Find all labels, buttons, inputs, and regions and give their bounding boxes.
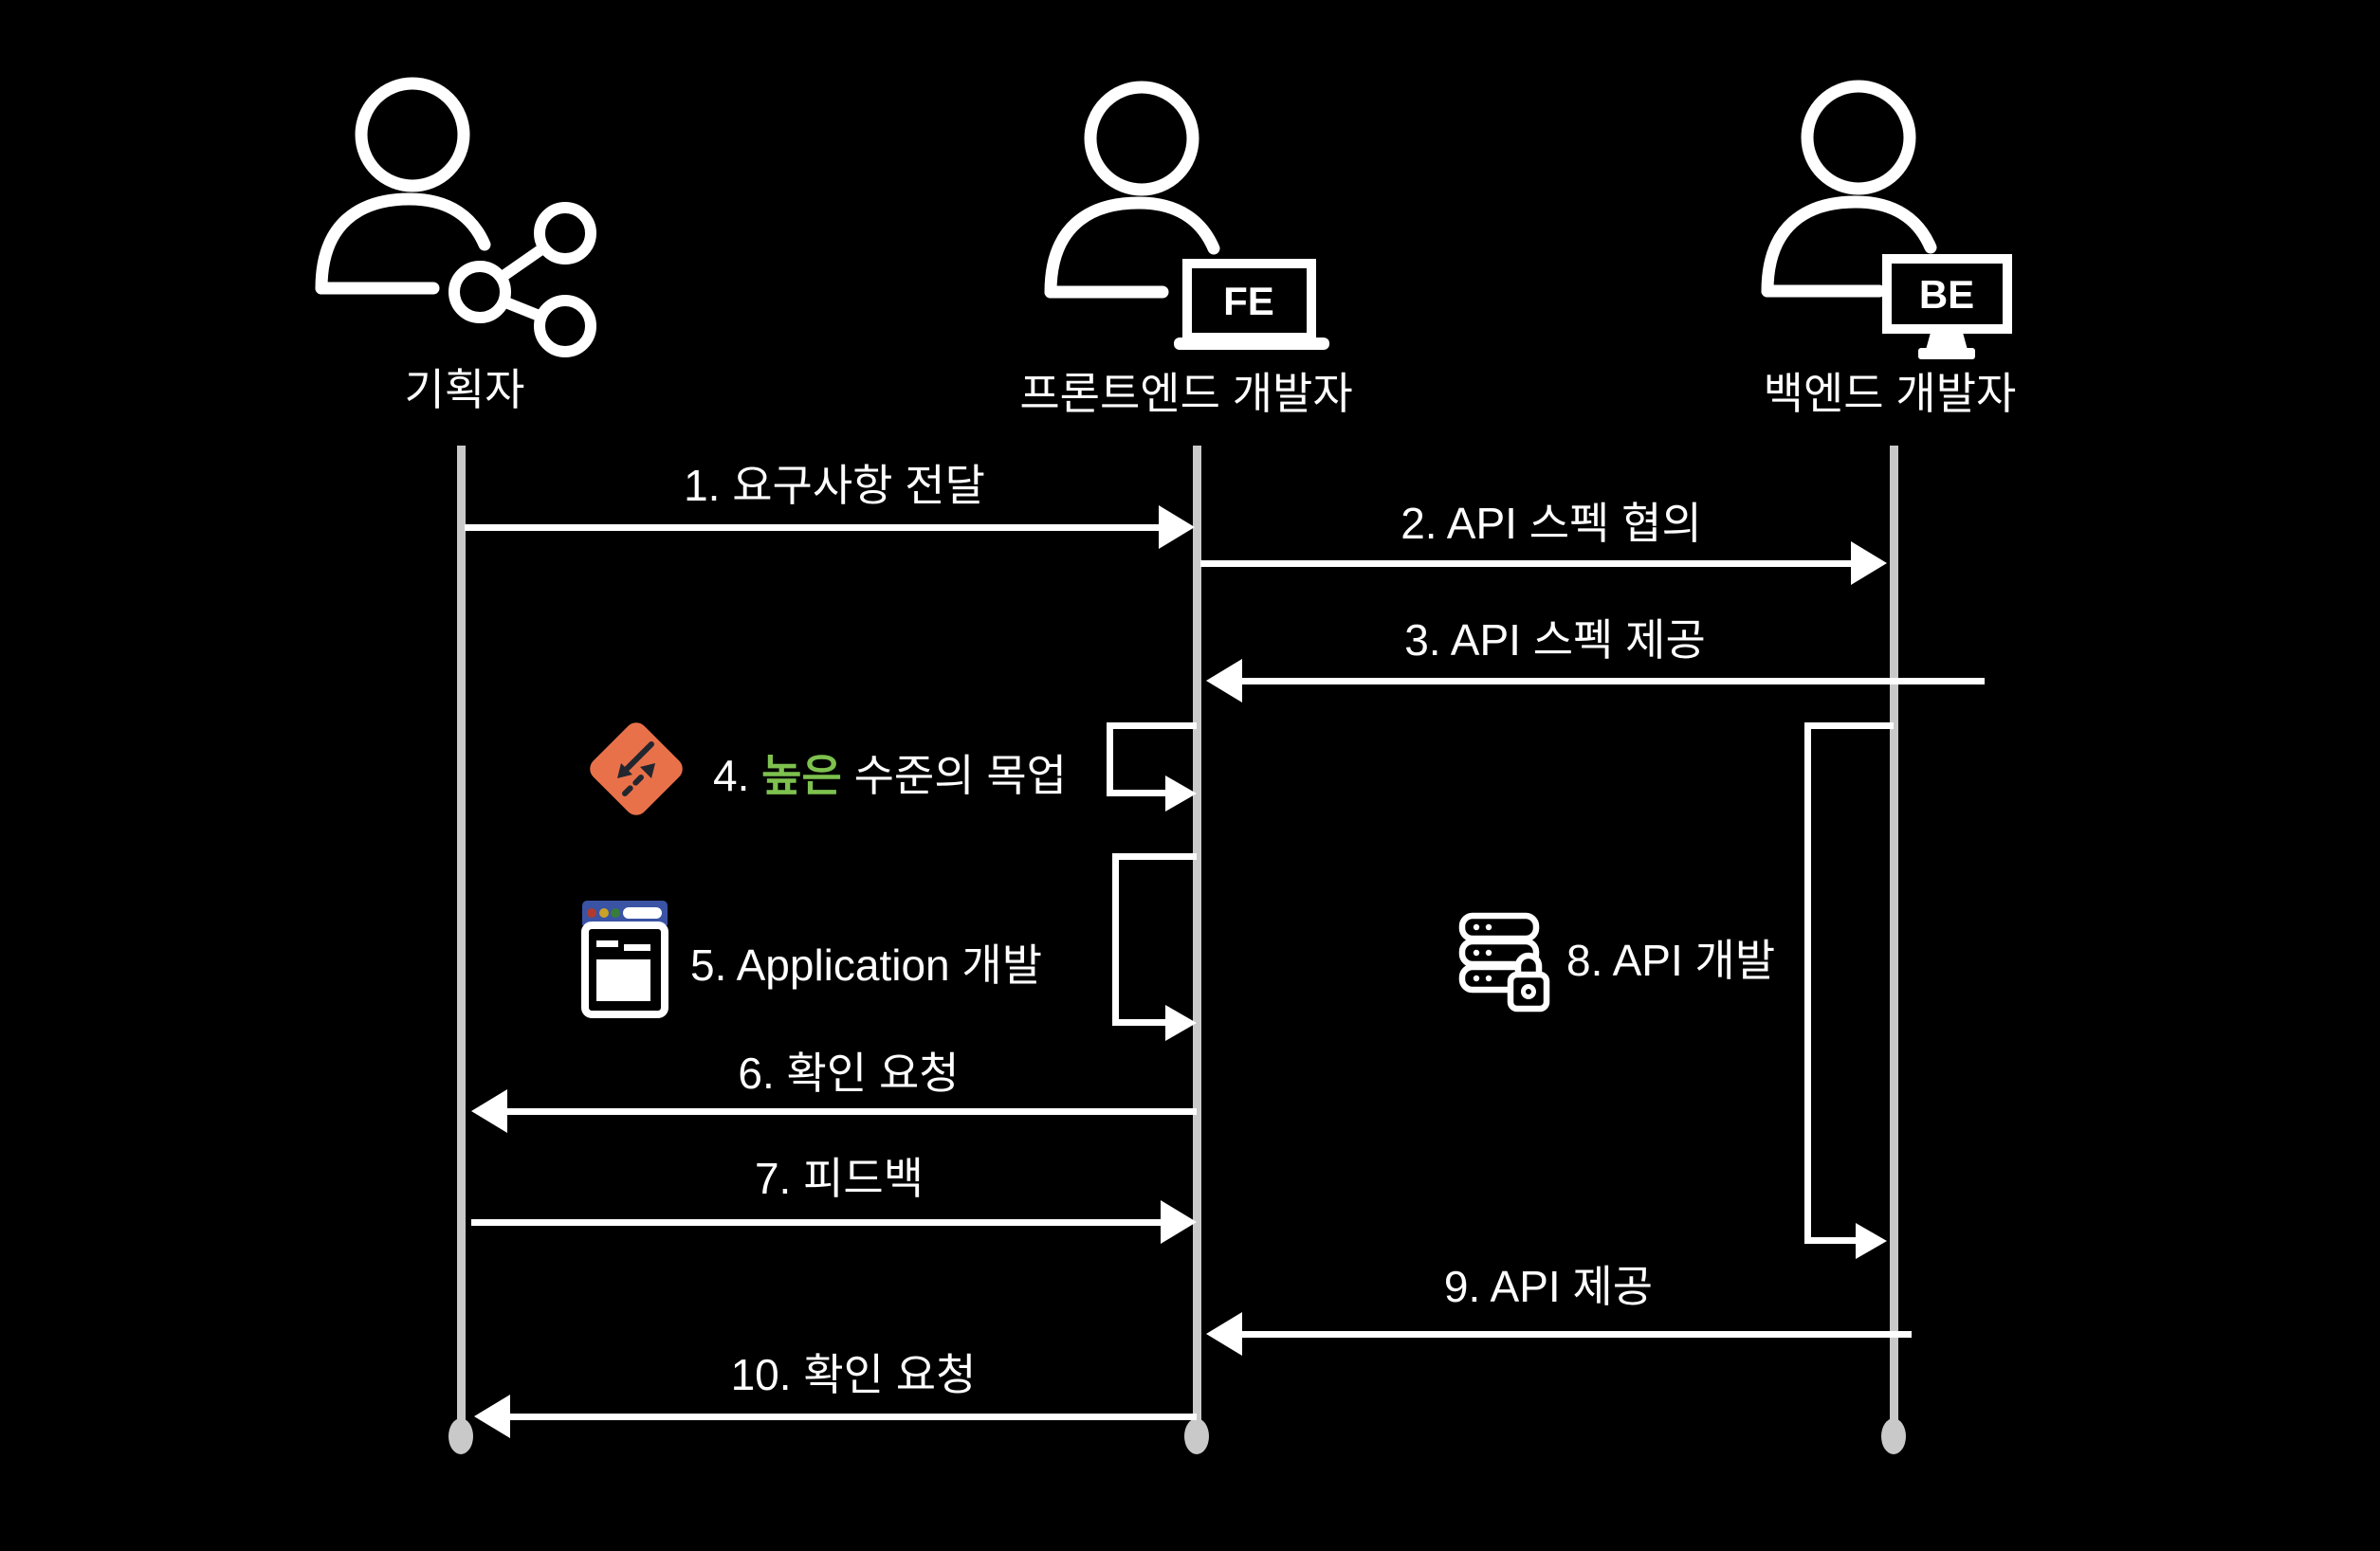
person-icon [1039, 78, 1248, 305]
message-4-label: 4. 높은 수준의 목업 [713, 754, 1067, 797]
message-9-arrowhead [1206, 1312, 1242, 1356]
message-4-label-highlight: 높은 [761, 751, 842, 800]
message-8-loop-left [1804, 722, 1811, 1244]
lifeline-backend [1890, 446, 1898, 1438]
message-10-arrowhead [474, 1395, 510, 1438]
monitor-screen-label: BE [1919, 272, 1974, 317]
message-4-arrowhead [1165, 776, 1197, 812]
message-4-label-suffix: 수준의 목업 [841, 751, 1067, 800]
actor-label-planner: 기획자 [404, 365, 525, 414]
message-2-arrowhead [1851, 541, 1887, 585]
message-10-label: 10. 확인 요청 [730, 1350, 977, 1399]
message-6-arrowhead [471, 1089, 507, 1133]
laptop-icon: FE [1171, 258, 1332, 353]
lifeline-end-dot [1184, 1418, 1209, 1454]
message-7-arrow-line [471, 1219, 1163, 1226]
message-2-label: 2. API 스펙 협의 [1401, 499, 1702, 548]
message-5-arrowhead [1165, 1005, 1197, 1041]
laptop-screen-label: FE [1223, 279, 1274, 323]
person-icon [310, 74, 519, 301]
message-8-loop-bottom [1804, 1237, 1856, 1244]
lifeline-frontend [1193, 446, 1201, 1438]
message-9-arrow-line [1242, 1331, 1912, 1338]
message-4-label-prefix: 4. [713, 751, 762, 800]
message-8-loop-top [1804, 722, 1894, 729]
message-7-label: 7. 피드백 [754, 1154, 925, 1203]
actor-label-frontend: 프론트엔드 개발자 [1019, 369, 1353, 418]
message-4-loop-left [1107, 722, 1113, 796]
monitor-icon: BE [1882, 254, 2015, 363]
actor-label-backend: 백엔드 개발자 [1763, 369, 2017, 418]
person-icon [1756, 77, 1965, 304]
message-4-loop-top [1107, 722, 1197, 729]
message-9-label: 9. API 제공 [1443, 1262, 1654, 1311]
message-5-loop-top [1112, 853, 1197, 860]
mockup-diamond-icon [583, 716, 689, 822]
message-8-arrowhead [1856, 1223, 1887, 1259]
lifeline-planner [457, 446, 466, 1438]
lifeline-end-dot [1881, 1418, 1906, 1454]
message-5-loop-left [1112, 853, 1119, 1026]
message-3-arrowhead [1206, 659, 1242, 703]
message-1-arrowhead [1159, 505, 1195, 549]
share-icon [446, 194, 607, 365]
message-3-label: 3. API 스펙 제공 [1404, 615, 1706, 665]
message-1-label: 1. 요구사항 전달 [684, 461, 985, 510]
message-1-arrow-line [465, 524, 1161, 531]
message-5-loop-bottom [1112, 1019, 1165, 1026]
message-6-arrow-line [507, 1108, 1197, 1115]
message-10-arrow-line [510, 1414, 1197, 1420]
message-5-label: 5. Application 개발 [690, 940, 1043, 990]
message-6-label: 6. 확인 요청 [738, 1049, 960, 1098]
message-3-arrow-line [1242, 678, 1985, 684]
lifeline-end-dot [449, 1418, 473, 1454]
api-server-lock-icon [1458, 912, 1557, 1014]
message-7-arrowhead [1161, 1200, 1197, 1244]
message-8-label: 8. API 개발 [1566, 936, 1776, 985]
message-2-arrow-line [1200, 560, 1853, 567]
browser-window-icon [580, 899, 669, 1020]
message-4-loop-bottom [1107, 790, 1165, 796]
